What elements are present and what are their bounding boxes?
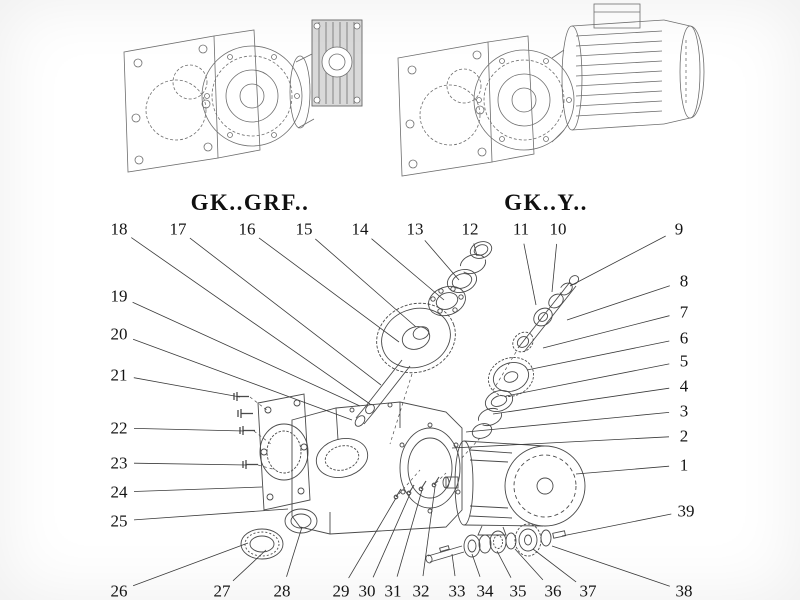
- part-number-36: 36: [544, 581, 562, 601]
- part-number-23: 23: [110, 453, 128, 473]
- part-number-11: 11: [512, 219, 530, 239]
- part-number-6: 6: [679, 328, 689, 348]
- leader-line-38: [551, 545, 670, 587]
- leader-line-21: [133, 377, 241, 398]
- part-number-4: 4: [679, 376, 689, 396]
- part-number-29: 29: [332, 581, 350, 601]
- exploded-assembly-drawing: [233, 241, 586, 564]
- intermediate-shaft: [354, 359, 411, 427]
- leader-line-17: [189, 237, 382, 386]
- part-number-13: 13: [406, 219, 424, 239]
- part-number-15: 15: [295, 219, 313, 239]
- leader-line-39: [561, 513, 672, 537]
- part-number-3: 3: [679, 401, 689, 421]
- leader-line-1: [575, 465, 670, 475]
- part-number-1: 1: [679, 455, 689, 475]
- gearbox-y-drawing: [397, 3, 705, 177]
- part-number-30: 30: [358, 581, 376, 601]
- leader-line-25: [133, 508, 289, 521]
- leader-line-26: [132, 542, 249, 587]
- leader-line-10: [551, 243, 557, 293]
- part-number-24: 24: [110, 482, 128, 502]
- output-shaft-parts: [425, 523, 567, 564]
- leader-lines: [131, 235, 672, 587]
- leader-line-19: [132, 301, 361, 407]
- leader-line-8: [566, 285, 670, 321]
- part-number-9: 9: [674, 219, 684, 239]
- seal-and-cover-rings: [240, 508, 318, 560]
- part-number-38: 38: [675, 581, 693, 601]
- part-number-22: 22: [110, 418, 128, 438]
- part-number-19: 19: [110, 286, 128, 306]
- leader-line-7: [542, 315, 670, 349]
- leader-line-35: [496, 550, 512, 578]
- part-number-21: 21: [110, 365, 128, 385]
- leader-line-5: [505, 363, 670, 397]
- leader-line-31: [396, 489, 423, 577]
- second-gear-stack: [471, 357, 535, 439]
- part-number-34: 34: [476, 581, 494, 601]
- leader-line-11: [523, 243, 537, 306]
- part-number-12: 12: [461, 219, 479, 239]
- part-number-37: 37: [579, 581, 597, 601]
- leader-line-36: [514, 548, 544, 581]
- leader-line-32: [422, 486, 436, 577]
- leader-line-34: [471, 553, 481, 577]
- leader-line-23: [133, 462, 248, 466]
- part-number-5: 5: [679, 351, 689, 371]
- leader-line-16: [258, 237, 400, 343]
- part-number-25: 25: [110, 511, 128, 531]
- part-number-32: 32: [412, 581, 430, 601]
- gear-housing: [291, 401, 463, 535]
- leader-line-22: [133, 428, 245, 432]
- leader-line-4: [492, 387, 670, 415]
- variant-label-y: GK..Y..: [504, 190, 588, 215]
- mounting-flange-plate: [257, 393, 311, 511]
- part-number-17: 17: [169, 219, 187, 239]
- part-number-26: 26: [110, 581, 128, 601]
- leader-line-29: [348, 497, 397, 579]
- part-number-2: 2: [679, 426, 689, 446]
- part-number-7: 7: [679, 302, 689, 322]
- part-number-35: 35: [509, 581, 527, 601]
- gearbox-grf-drawing: [123, 19, 363, 173]
- part-number-39: 39: [677, 501, 695, 521]
- part-number-10: 10: [549, 219, 567, 239]
- leader-line-37: [532, 548, 577, 583]
- part-number-31: 31: [384, 581, 402, 601]
- leader-line-3: [465, 412, 670, 433]
- motor: [442, 440, 586, 536]
- leader-line-2: [451, 436, 670, 449]
- leader-line-20: [132, 338, 353, 421]
- part-number-27: 27: [213, 581, 231, 601]
- part-number-33: 33: [448, 581, 466, 601]
- upper-bearing-stack: [428, 241, 493, 317]
- part-number-8: 8: [679, 271, 689, 291]
- leader-line-28: [286, 526, 303, 577]
- leader-line-33: [451, 553, 456, 577]
- part-number-14: 14: [351, 219, 369, 239]
- part-number-18: 18: [110, 219, 128, 239]
- variant-label-grf: GK..GRF..: [190, 190, 310, 215]
- leader-line-18: [131, 237, 371, 405]
- input-pinion-shaft: [512, 275, 580, 353]
- part-number-16: 16: [238, 219, 256, 239]
- leader-line-13: [424, 240, 460, 281]
- part-number-28: 28: [273, 581, 291, 601]
- leader-line-24: [133, 486, 263, 492]
- leader-line-12: [473, 243, 478, 257]
- leader-line-9: [569, 235, 666, 287]
- flange-bolts: [233, 392, 258, 469]
- leader-line-15: [315, 238, 417, 328]
- leader-line-14: [371, 238, 445, 301]
- leader-line-30: [372, 493, 411, 578]
- leader-line-6: [526, 340, 670, 371]
- assembly-axis-lines: [249, 351, 517, 495]
- leader-line-27: [232, 549, 267, 582]
- interface-bolts: [393, 476, 440, 500]
- part-number-20: 20: [110, 324, 128, 344]
- main-gear: [376, 302, 456, 374]
